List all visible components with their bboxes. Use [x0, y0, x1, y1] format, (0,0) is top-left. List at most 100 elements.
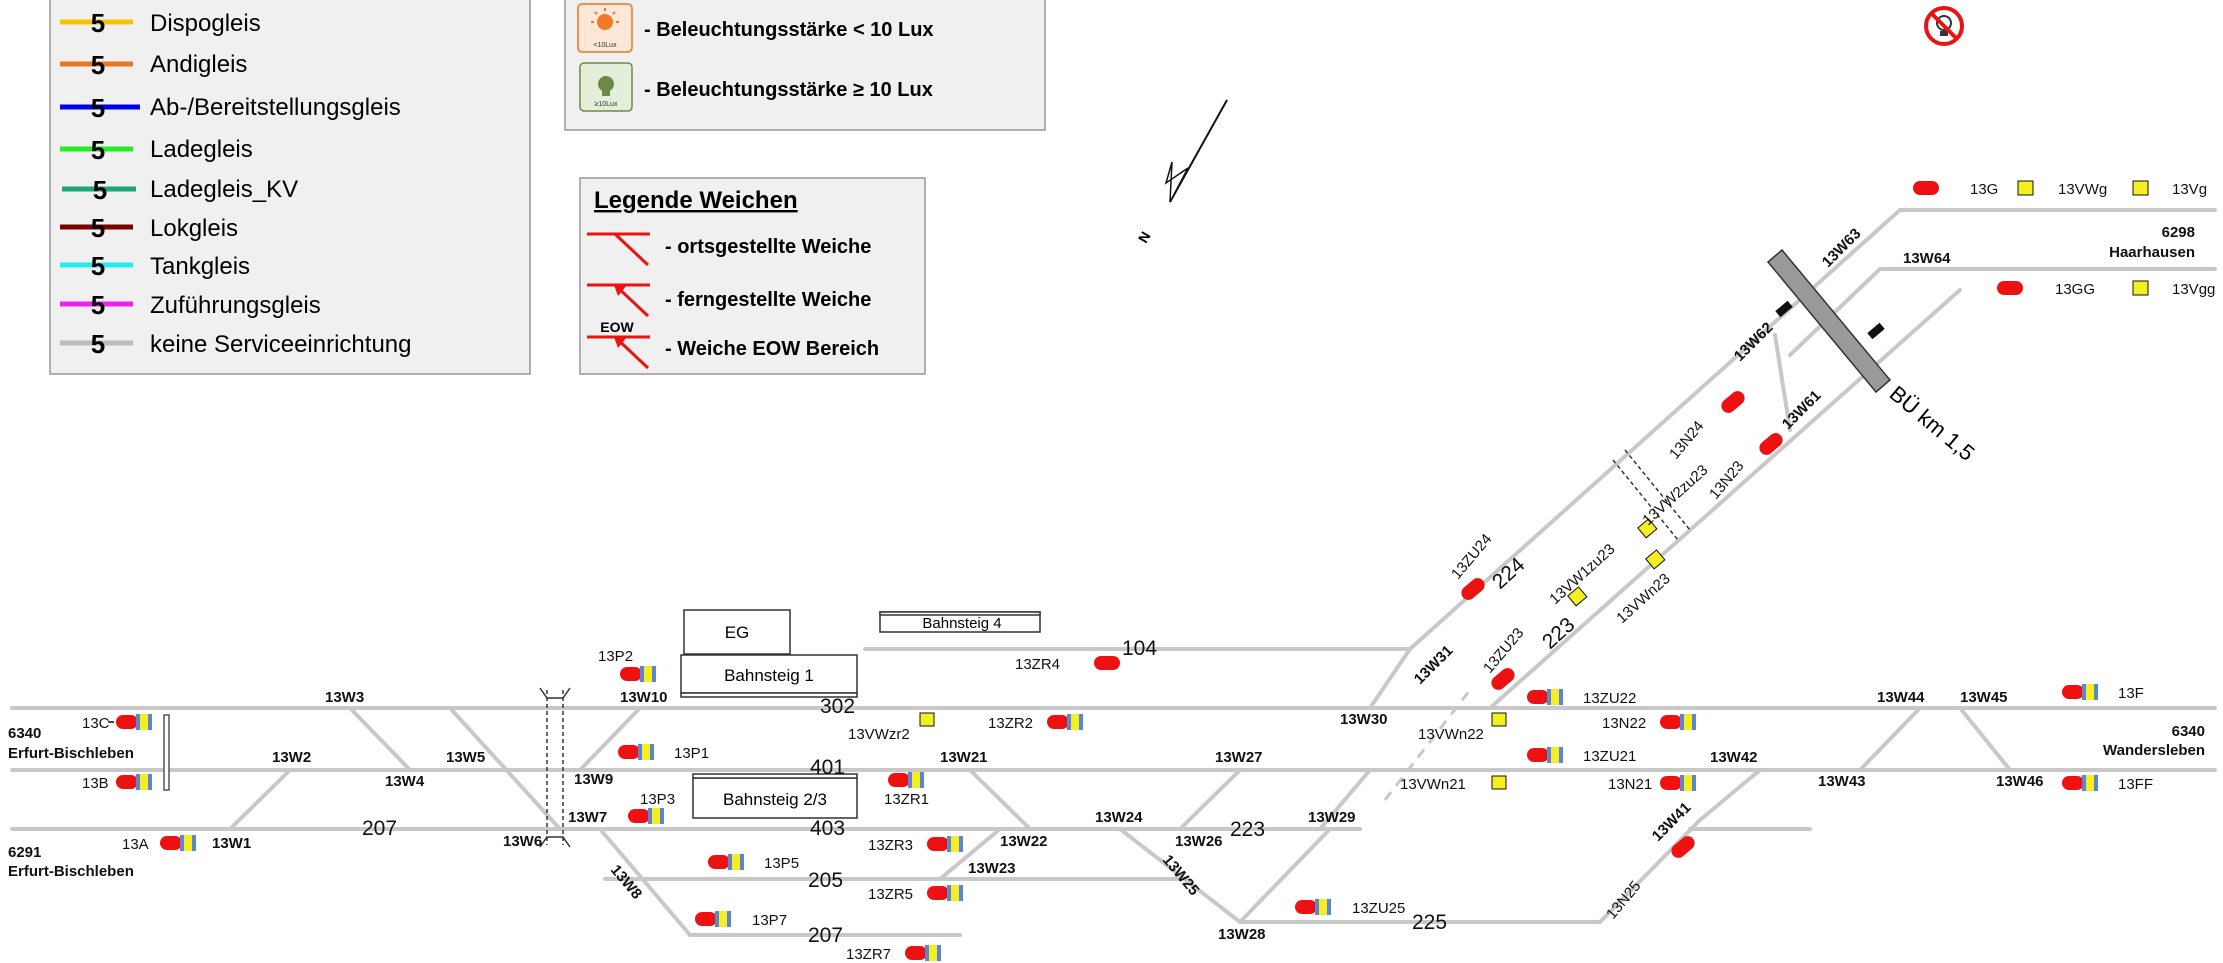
s13vwzr2-label: 13VWzr2 — [848, 726, 910, 743]
w1-label: 13W1 — [212, 835, 251, 852]
s13p7-label: 13P7 — [752, 912, 787, 929]
s13zu25-label: 13ZU25 — [1352, 900, 1405, 917]
number-label: 5 — [93, 175, 107, 205]
no-light-icon — [1924, 6, 1964, 46]
w23-label: 13W23 — [968, 860, 1016, 877]
level-crossing-label: BÜ km 1,5 — [1885, 381, 1980, 466]
number-label: 5 — [91, 135, 105, 165]
0-label: 6298 — [2162, 224, 2195, 241]
w6-label: 13W6 — [503, 833, 542, 850]
tag-label: EOW — [600, 319, 634, 335]
s13zu21-label: 13ZU21 — [1583, 748, 1636, 765]
signal-13zu22 — [1527, 689, 1563, 705]
signal-13p1 — [618, 744, 654, 760]
w9-label: 13W9 — [574, 771, 613, 788]
badge-label: ≥10Lux — [595, 101, 618, 108]
w43-label: 13W43 — [1818, 773, 1866, 790]
t225-label: 225 — [1412, 911, 1447, 934]
t207b-label: 207 — [808, 924, 843, 947]
legend-item-dispogleis: 5 Dispogleis — [60, 8, 261, 38]
legend-light-low: - Beleuchtungsstärke < 10 Lux — [644, 19, 934, 41]
bahnsteig-2-3 — [692, 777, 858, 819]
label-label: Ladegleis_KV — [150, 176, 298, 203]
1-label: Haarhausen — [2109, 244, 2195, 261]
buildings — [680, 609, 1041, 819]
signal-13p7 — [695, 911, 731, 927]
0-label: 6291 — [8, 844, 41, 861]
t205-label: 205 — [808, 869, 843, 892]
w46-label: 13W46 — [1996, 773, 2044, 790]
t223b-label: 223 — [1538, 613, 1579, 654]
s13zr5-label: 13ZR5 — [868, 886, 913, 903]
signal-13f — [2062, 684, 2098, 700]
signal-13c — [108, 714, 152, 730]
signal-13zr2 — [1047, 714, 1083, 730]
w24-label: 13W24 — [1095, 809, 1143, 826]
s13vwg-label: 13VWg — [2058, 181, 2107, 198]
1-label: Erfurt-Bischleben — [8, 863, 134, 880]
endpoint-labels: 6340 Erfurt-Bischleben 6291 Erfurt-Bisch… — [8, 224, 2205, 880]
label-label: - ortsgestellte Weiche — [665, 236, 871, 258]
bahnsteig-1 — [680, 654, 858, 694]
t401-label: 401 — [810, 756, 845, 779]
signal-13p5 — [708, 854, 744, 870]
switch-legend: Legende Weichen - ortsgestellte Weiche -… — [579, 177, 926, 375]
s13vwn23-label: 13VWn23 — [1613, 570, 1673, 627]
s13vgg-label: 13Vgg — [2172, 281, 2215, 298]
legend-light-high: - Beleuchtungsstärke ≥ 10 Lux — [644, 79, 933, 101]
illumination-legend: <10Lux - Beleuchtungsstärke < 10 Lux ≥10… — [564, 0, 1046, 131]
s13gg-label: 13GG — [2055, 281, 2095, 298]
bridge-marker — [539, 449, 1691, 848]
1-label: Wandersleben — [2103, 742, 2205, 759]
legend-item-tankgleis: 5 Tankgleis — [60, 251, 250, 281]
signal-13gg — [1997, 281, 2023, 295]
track-legend: 5 Dispogleis 5 Andigleis 5 Ab-/Bereitste… — [49, 0, 531, 375]
number-label: 5 — [91, 251, 105, 281]
w4-label: 13W4 — [385, 773, 425, 790]
t104-label: 104 — [1122, 637, 1157, 660]
s13vwn22-label: 13VWn22 — [1418, 726, 1484, 743]
s13zu24-label: 13ZU24 — [1448, 531, 1495, 583]
legend-item-ladegleis: 5 Ladegleis — [60, 135, 253, 165]
signal-13ff — [2062, 775, 2098, 791]
label-label: Dispogleis — [150, 10, 261, 37]
label-label: - Weiche EOW Bereich — [665, 338, 879, 360]
label-label: Tankgleis — [150, 253, 250, 280]
w5-label: 13W5 — [446, 749, 485, 766]
badge-label: <10Lux — [593, 42, 617, 49]
w8-label: 13W8 — [607, 862, 645, 903]
label-label: - ferngestellte Weiche — [665, 289, 871, 311]
lamp-off-icon: ≥10Lux — [579, 62, 633, 112]
s13n22-label: 13N22 — [1602, 715, 1646, 732]
number-label: 5 — [91, 290, 105, 320]
t223-label: 223 — [1230, 818, 1265, 841]
t207a-label: 207 — [362, 817, 397, 840]
signal-13p2 — [620, 666, 656, 682]
s13a-label: 13A — [122, 836, 149, 853]
eg-label: EG — [725, 623, 750, 642]
signal-13n22 — [1660, 714, 1696, 730]
w21-label: 13W21 — [940, 749, 988, 766]
w3-label: 13W3 — [325, 689, 364, 706]
north-arrow-icon: N — [1135, 99, 1228, 246]
number-label: 5 — [91, 8, 105, 38]
s13zr7-label: 13ZR7 — [846, 946, 891, 963]
legend-item-andigleis: 5 Andigleis — [60, 50, 247, 80]
s13zr2-label: 13ZR2 — [988, 715, 1033, 732]
s13g-label: 13G — [1970, 181, 1998, 198]
tracks — [10, 208, 2217, 937]
signals — [108, 180, 2149, 961]
signal-13zu25 — [1295, 899, 1331, 915]
s13c-label: 13C — [82, 715, 110, 732]
w64-label: 13W64 — [1903, 250, 1951, 267]
w27-label: 13W27 — [1215, 749, 1263, 766]
w29-label: 13W29 — [1308, 809, 1356, 826]
1-label: Erfurt-Bischleben — [8, 745, 134, 762]
label-label: Lokgleis — [150, 215, 238, 242]
signal-13zr1 — [888, 772, 924, 788]
label-label: Zuführungsgleis — [150, 292, 321, 319]
w22-label: 13W22 — [1000, 833, 1048, 850]
s13p1-label: 13P1 — [674, 745, 709, 762]
s13zr3-label: 13ZR3 — [868, 837, 913, 854]
